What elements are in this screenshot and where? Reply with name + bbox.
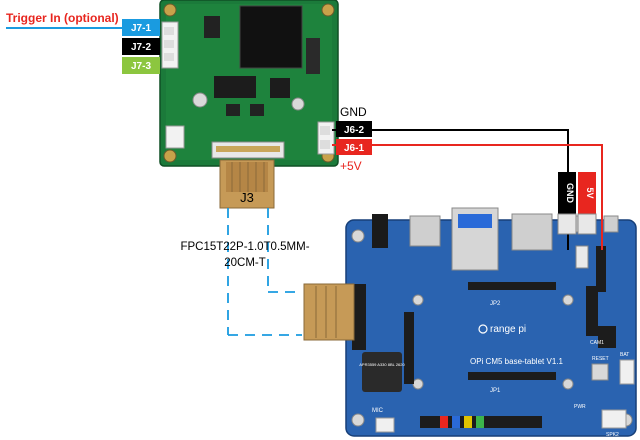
5v-plug-label: 5V	[585, 187, 595, 198]
carrier-brand: range pi	[490, 324, 526, 335]
gnd-label: GND	[340, 105, 367, 119]
j6-2-tag	[336, 121, 372, 137]
silk-bat: BAT	[620, 352, 629, 358]
j6-1-tag	[336, 139, 372, 155]
j3-label: J3	[240, 190, 254, 205]
silk-spk2: SPK2	[606, 432, 619, 438]
j7-3-label: J7-3	[131, 61, 151, 72]
silk-jp1: JP1	[490, 388, 501, 394]
brand-logo-icon	[478, 324, 488, 334]
j6-1-label: J6-1	[344, 143, 364, 154]
silk-mic: MIC	[372, 408, 384, 414]
gnd-plug-housing	[557, 213, 577, 235]
j7-1-tag	[122, 19, 160, 36]
cable-path	[227, 208, 302, 336]
j7-3-tag	[122, 57, 160, 74]
carrier-model: OPi CM5 base-tablet V1.1	[470, 357, 563, 366]
cable-label-line2: 20CM-T	[224, 257, 266, 269]
silk-reset: RESET	[592, 356, 609, 362]
trigger-label: Trigger In (optional)	[6, 11, 119, 25]
j6-2-label: J6-2	[344, 125, 364, 136]
j7-1-label: J7-1	[131, 23, 151, 34]
5v-plug	[578, 172, 596, 214]
camera-board	[159, 0, 339, 167]
cable-label-line1: FPC15T22P-1.0T0.5MM-	[180, 241, 309, 253]
j3-cable	[219, 159, 275, 209]
gnd-plug-label: GND	[565, 183, 575, 204]
silk-cam1: CAM1	[590, 340, 604, 346]
5v-plug-housing	[577, 213, 597, 235]
chip-marking: APR3559 A330 8BL 2620	[359, 362, 405, 367]
5v-label: +5V	[340, 159, 362, 173]
j7-2-tag	[122, 38, 160, 55]
j7-2-label: J7-2	[131, 42, 151, 53]
gnd-plug	[558, 172, 576, 214]
silk-pwr: PWR	[574, 404, 586, 410]
carrier-board	[303, 207, 637, 437]
silk-jp2: JP2	[490, 301, 501, 307]
